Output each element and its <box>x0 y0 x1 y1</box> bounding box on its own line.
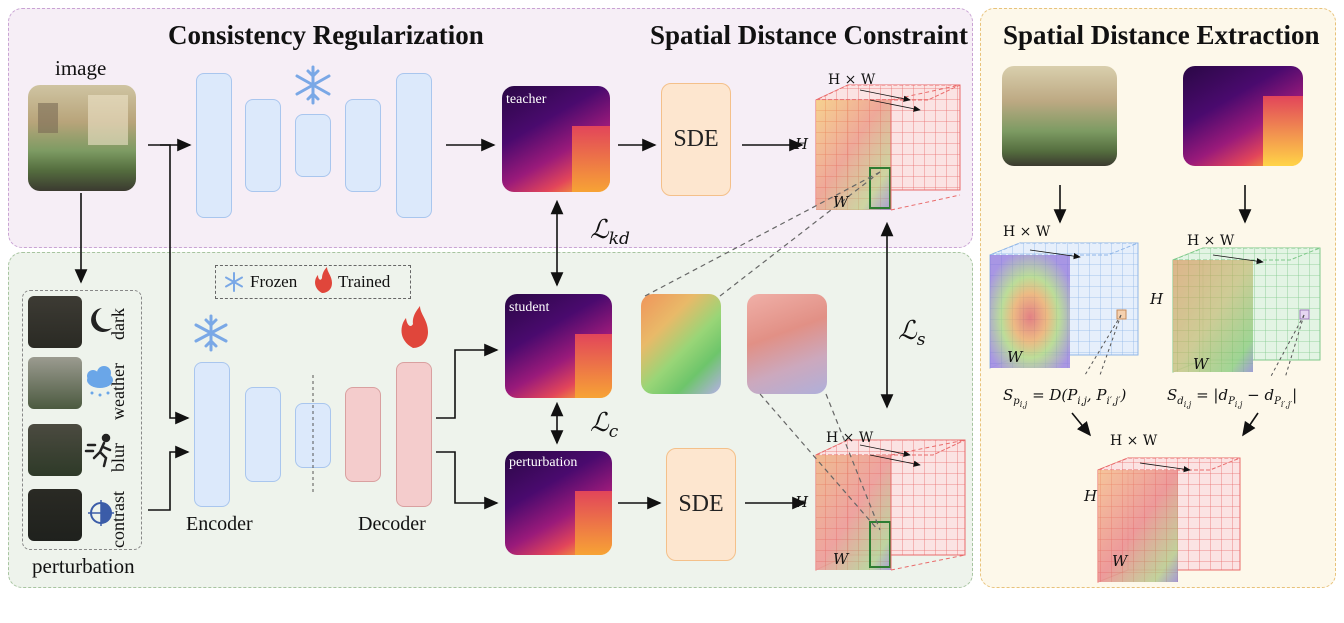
perturb-blur-image <box>28 424 82 476</box>
snowflake-icon <box>295 65 331 105</box>
bottom-grid-hw-label: H × W <box>826 430 874 446</box>
perturb-contrast-image <box>28 489 82 541</box>
perturbation-map-label: perturbation <box>509 455 578 470</box>
perturbation-label: perturbation <box>32 554 135 578</box>
loss-s-label: ℒs <box>898 316 926 351</box>
perturb-dark-image <box>28 296 82 348</box>
student-enc-2 <box>245 387 281 482</box>
student-depth-map <box>505 294 612 398</box>
ext-green-hw-label: H × W <box>1187 233 1235 249</box>
teacher-enc-2 <box>245 99 281 192</box>
perturbation-box <box>22 290 142 550</box>
student-overlay-image <box>641 294 721 394</box>
ext-green-w-label: W <box>1193 355 1209 373</box>
ext-blue-hw-label: H × W <box>1003 224 1051 240</box>
perturbation-overlay-image <box>747 294 827 394</box>
extraction-input-image <box>1002 66 1117 166</box>
student-dec-2 <box>396 362 432 507</box>
input-image <box>28 85 136 191</box>
legend-box <box>215 265 411 299</box>
top-grid-h-label: H <box>795 135 809 153</box>
student-label: student <box>509 300 550 315</box>
overlay-connectors <box>644 171 881 531</box>
spatial-extraction-title: Spatial Distance Extraction <box>1003 20 1320 50</box>
ext-green-h-label: H <box>1150 290 1164 308</box>
student-dec-1 <box>345 387 381 482</box>
bottom-grid-h-label: H <box>795 493 809 511</box>
ext-result-hw-label: H × W <box>1110 433 1158 449</box>
consistency-panel <box>8 8 973 248</box>
teacher-dec-1 <box>345 99 381 192</box>
loss-c-label: ℒc <box>590 408 619 443</box>
teacher-depth-map <box>502 86 610 192</box>
perturb-weather-image <box>28 357 82 409</box>
snowflake-icon <box>194 314 228 352</box>
bottom-feature-grid <box>815 439 966 571</box>
contrast-icon <box>88 500 114 526</box>
extraction-result-grid <box>1097 457 1241 583</box>
sde-box-bottom: SDE <box>666 448 736 561</box>
ext-result-w-label: W <box>1112 552 1128 570</box>
loss-kd-label: ℒkd <box>590 215 630 250</box>
snowflake-icon <box>225 272 243 292</box>
ext-result-h-label: H <box>1084 487 1098 505</box>
top-grid-w-label: W <box>833 193 849 211</box>
moon-icon <box>91 308 112 332</box>
legend-frozen-label: Frozen <box>250 272 298 291</box>
legend-trained-label: Trained <box>338 272 391 291</box>
ext-blue-w-label: W <box>1007 348 1023 366</box>
flow-arrows <box>74 138 1259 511</box>
top-feature-grid <box>815 84 961 211</box>
bottom-grid-w-label: W <box>833 550 849 568</box>
encoder-label: Encoder <box>186 513 253 535</box>
motion-blur-icon <box>84 433 112 468</box>
decoder-label: Decoder <box>358 513 426 535</box>
sde-box-top: SDE <box>661 83 731 196</box>
extraction-depth-grid <box>1172 247 1321 379</box>
spatial-distance-formula: Spi,j = D(Pi,j, Pi′,j′) <box>1003 386 1127 409</box>
teacher-enc-3 <box>295 114 331 177</box>
depth-distance-formula: Sdi,j = |dPi,j − dPi′,j′| <box>1167 386 1298 409</box>
teacher-enc-1 <box>196 73 232 218</box>
student-enc-1 <box>194 362 230 507</box>
image-label: image <box>55 56 107 80</box>
extraction-depth-map <box>1183 66 1303 166</box>
teacher-dec-2 <box>396 73 432 218</box>
top-grid-hw-label: H × W <box>828 72 876 88</box>
weather-cloud-icon <box>87 366 113 397</box>
consistency-title: Consistency Regularization <box>168 20 484 50</box>
flame-icon <box>401 306 428 348</box>
flame-icon <box>315 267 332 293</box>
teacher-label: teacher <box>506 92 547 107</box>
perturbation-depth-map <box>505 451 612 555</box>
extraction-spatial-grid <box>989 242 1139 376</box>
spatial-constraint-title: Spatial Distance Constraint <box>650 20 969 50</box>
